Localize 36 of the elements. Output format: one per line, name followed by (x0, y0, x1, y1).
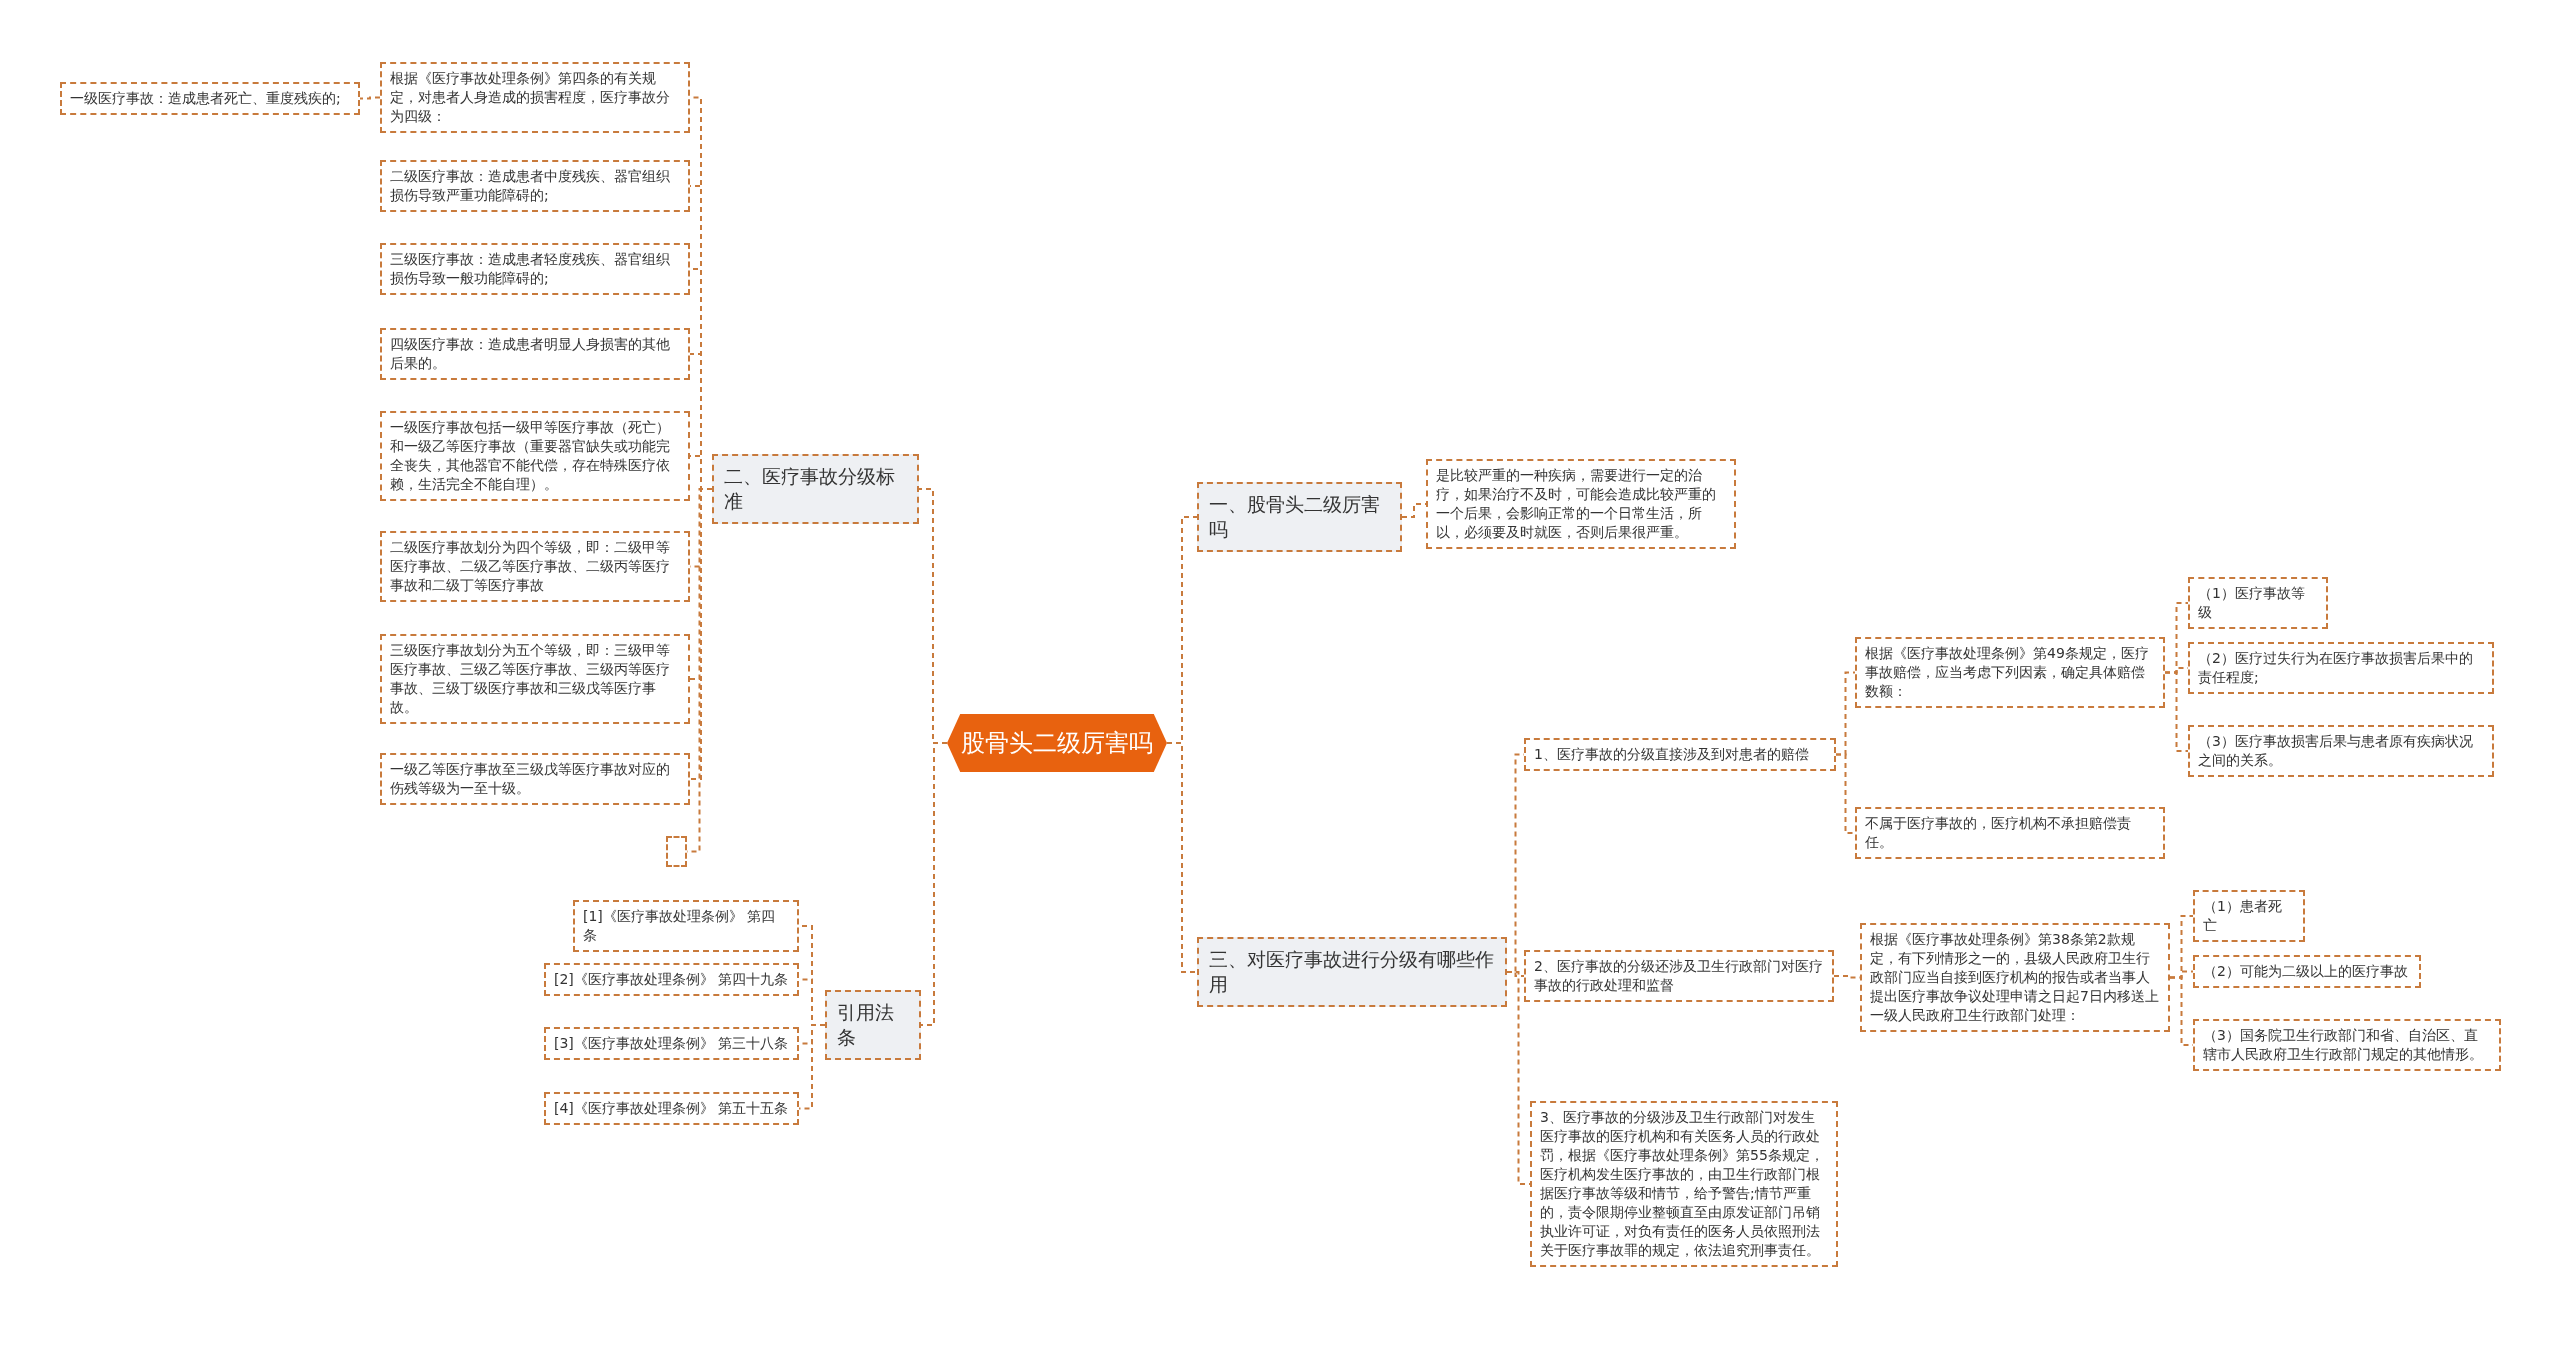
subtopic-box: 根据《医疗事故处理条例》第四条的有关规定，对患者人身造成的损害程度，医疗事故分为四级： (380, 62, 690, 133)
subtopic-box: 一级医疗事故：造成患者死亡、重度残疾的; (60, 82, 360, 115)
subtopic-box: [2]《医疗事故处理条例》 第四十九条 (544, 963, 799, 996)
subtopic-box: 二级医疗事故划分为四个等级，即：二级甲等医疗事故、二级乙等医疗事故、二级丙等医疗事故和二级丁等医疗事故 (380, 531, 690, 602)
subtopic-box: （3）国务院卫生行政部门和省、自治区、直辖市人民政府卫生行政部门规定的其他情形。 (2193, 1019, 2501, 1071)
subtopic-box: （2）医疗过失行为在医疗事故损害后果中的责任程度; (2188, 642, 2494, 694)
subtopic-box: 根据《医疗事故处理条例》第49条规定，医疗事故赔偿，应当考虑下列因素，确定具体赔偿数额： (1855, 637, 2165, 708)
subtopic-box: 2、医疗事故的分级还涉及卫生行政部门对医疗事故的行政处理和监督 (1524, 950, 1834, 1002)
subtopic-box: 一级医疗事故包括一级甲等医疗事故（死亡）和一级乙等医疗事故（重要器官缺失或功能完全丧失，其他器官不能代偿，存在特殊医疗依赖，生活完全不能自理）。 (380, 411, 690, 501)
connector-line (1166, 742, 1198, 973)
branch-topic: 一、股骨头二级厉害吗 (1197, 482, 1402, 552)
subtopic-box: （2）可能为二级以上的医疗事故 (2193, 955, 2421, 988)
subtopic-box: 不属于医疗事故的，医疗机构不承担赔偿责任。 (1855, 807, 2165, 859)
subtopic-box: 3、医疗事故的分级涉及卫生行政部门对发生医疗事故的医疗机构和有关医务人员的行政处罚，根据《医疗事故处理条例》第55条规定，医疗机构发生医疗事故的，由卫生行政部门根据医疗事故等级和情节，给予警告;情节严重的，责令限期停业整顿直至由原发证部门吊销执业许可证，对负有责任的医务人员依照刑法关于医疗事故罪的规定，依法追究刑事责任。 (1530, 1101, 1838, 1267)
subtopic-box: 1、医疗事故的分级直接涉及到对患者的赔偿 (1524, 738, 1836, 771)
subtopic-box: 三级医疗事故：造成患者轻度残疾、器官组织损伤导致一般功能障碍的; (380, 243, 690, 295)
connector-line (2164, 671, 2189, 752)
subtopic-box: 四级医疗事故：造成患者明显人身损害的其他后果的。 (380, 328, 690, 380)
branch-topic: 三、对医疗事故进行分级有哪些作用 (1197, 937, 1507, 1007)
connector-line (359, 96, 381, 100)
central-topic: 股骨头二级厉害吗 (947, 714, 1167, 772)
connector-line (1835, 753, 1856, 834)
empty-topic-box (666, 836, 687, 867)
subtopic-box: 二级医疗事故：造成患者中度残疾、器官组织损伤导致严重功能障碍的; (380, 160, 690, 212)
subtopic-box: 是比较严重的一种疾病，需要进行一定的治疗，如果治疗不及时，可能会造成比较严重的一个后果，会影响正常的一个日常生活，所以，必须要及时就医，否则后果很严重。 (1426, 459, 1736, 549)
subtopic-box: 根据《医疗事故处理条例》第38条第2款规定，有下列情形之一的，县级人民政府卫生行政部门应当自接到医疗机构的报告或者当事人提出医疗事故争议处理申请之日起7日内移送上一级人民政府卫生行政部门处理： (1860, 923, 2170, 1032)
branch-topic: 二、医疗事故分级标准 (712, 454, 919, 524)
subtopic-box: 一级乙等医疗事故至三级戊等医疗事故对应的伤残等级为一至十级。 (380, 753, 690, 805)
subtopic-box: [1]《医疗事故处理条例》 第四条 (573, 900, 799, 952)
subtopic-box: （3）医疗事故损害后果与患者原有疾病状况之间的关系。 (2188, 725, 2494, 777)
subtopic-box: 三级医疗事故划分为五个等级，即：三级甲等医疗事故、三级乙等医疗事故、三级丙等医疗事故、三级丁级医疗事故和三级戊等医疗事故。 (380, 634, 690, 724)
subtopic-box: （1）医疗事故等级 (2188, 577, 2328, 629)
branch-topic: 引用法条 (825, 990, 921, 1060)
subtopic-box: [4]《医疗事故处理条例》 第五十五条 (544, 1092, 799, 1125)
subtopic-box: [3]《医疗事故处理条例》 第三十八条 (544, 1027, 799, 1060)
subtopic-box: （1）患者死亡 (2193, 890, 2305, 942)
